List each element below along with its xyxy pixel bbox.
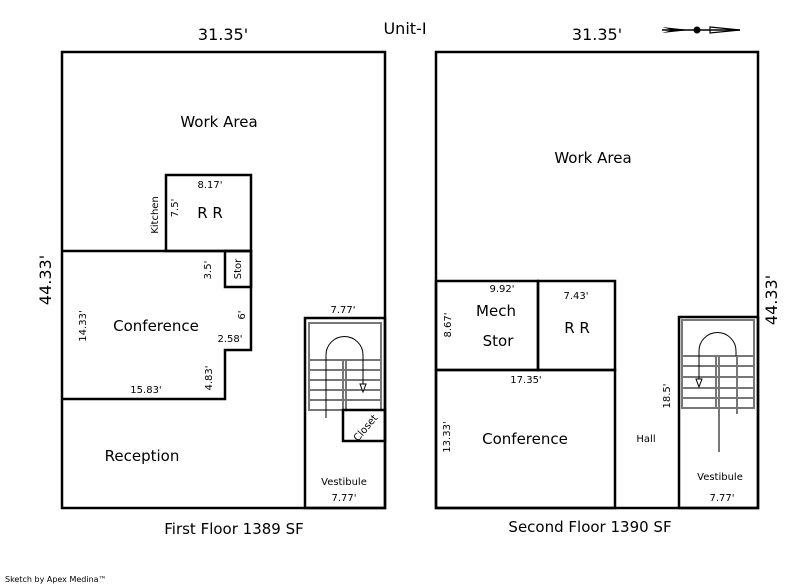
second-floor-depth-dim: 44.33' — [762, 275, 781, 325]
first-floor-closet — [341, 408, 387, 443]
first-floor-vestibule-top-dim: 7.77' — [330, 305, 355, 316]
first-floor-reception-label: Reception — [105, 447, 180, 465]
second-floor-conference-label: Conference — [482, 430, 568, 448]
second-floor-work-area-label: Work Area — [554, 149, 631, 167]
second-floor-rr-label: R R — [564, 319, 590, 337]
first-floor-conf-depth-dim: 14.33' — [78, 310, 89, 341]
first-floor-conf-notch-dim: 2.58' — [217, 334, 242, 345]
second-floor-conf-width-dim: 17.35' — [510, 375, 541, 386]
first-floor-caption: First Floor 1389 SF — [164, 520, 304, 538]
first-floor-rr-width-dim: 8.17' — [197, 180, 222, 191]
second-floor-conf-depth-dim: 13.33' — [442, 421, 453, 452]
first-floor-conf-step-dim: 4.83' — [204, 365, 215, 390]
first-floor-vestibule-bottom-dim: 7.77' — [331, 493, 356, 504]
first-floor-rr-label: R R — [197, 204, 223, 222]
first-floor-conference-room — [62, 249, 253, 401]
second-floor-hall-label: Hall — [636, 434, 655, 445]
second-floor-vestibule — [677, 315, 760, 510]
second-floor-stor-label: Stor — [483, 332, 515, 350]
second-floor-width-dim: 31.35' — [572, 25, 622, 44]
first-floor-depth-dim: 44.33' — [36, 255, 55, 305]
second-floor-stairs — [681, 319, 755, 452]
first-floor-stor-room — [223, 249, 253, 289]
first-floor-conf-width-dim: 15.83' — [130, 385, 161, 396]
second-floor-plan: 31.35' 44.33' Work Area 9.92' 8.67' Mech… — [434, 25, 781, 536]
second-floor-hall-depth-dim: 18.5' — [662, 383, 673, 408]
first-floor-closet-label: Closet — [352, 413, 381, 444]
unit-title: Unit-I — [383, 19, 426, 38]
first-floor-stor-depth-dim: 3.5' — [203, 261, 214, 280]
first-floor-work-area-label: Work Area — [180, 113, 257, 131]
first-floor-conf-side-dim: 6' — [237, 310, 248, 319]
first-floor-stairs — [308, 322, 382, 418]
first-floor-outline — [60, 50, 387, 510]
first-floor-width-dim: 31.35' — [198, 25, 248, 44]
first-floor-vestibule-label: Vestibule — [321, 477, 367, 488]
first-floor-rr-depth-dim: 7.5' — [170, 199, 181, 218]
second-floor-mech-width-dim: 9.92' — [489, 284, 514, 295]
second-floor-vestibule-label: Vestibule — [697, 472, 743, 483]
first-floor-kitchen-label: Kitchen — [150, 196, 161, 234]
second-floor-rr-width-dim: 7.43' — [563, 291, 588, 302]
second-floor-mech-label: Mech — [476, 302, 516, 320]
second-floor-conference-room — [434, 368, 617, 510]
second-floor-caption: Second Floor 1390 SF — [508, 518, 671, 536]
second-floor-vestibule-bottom-dim: 7.77' — [709, 493, 734, 504]
first-floor-stor-label: Stor — [233, 258, 244, 279]
first-floor-plan: 31.35' 44.33' Work Area Kitchen 8.17' 7.… — [36, 25, 387, 538]
north-arrow-icon — [662, 26, 741, 34]
sketch-credit: Sketch by Apex Medina™ — [5, 575, 107, 584]
second-floor-mech-depth-dim: 8.67' — [443, 312, 454, 337]
first-floor-conference-label: Conference — [113, 317, 199, 335]
